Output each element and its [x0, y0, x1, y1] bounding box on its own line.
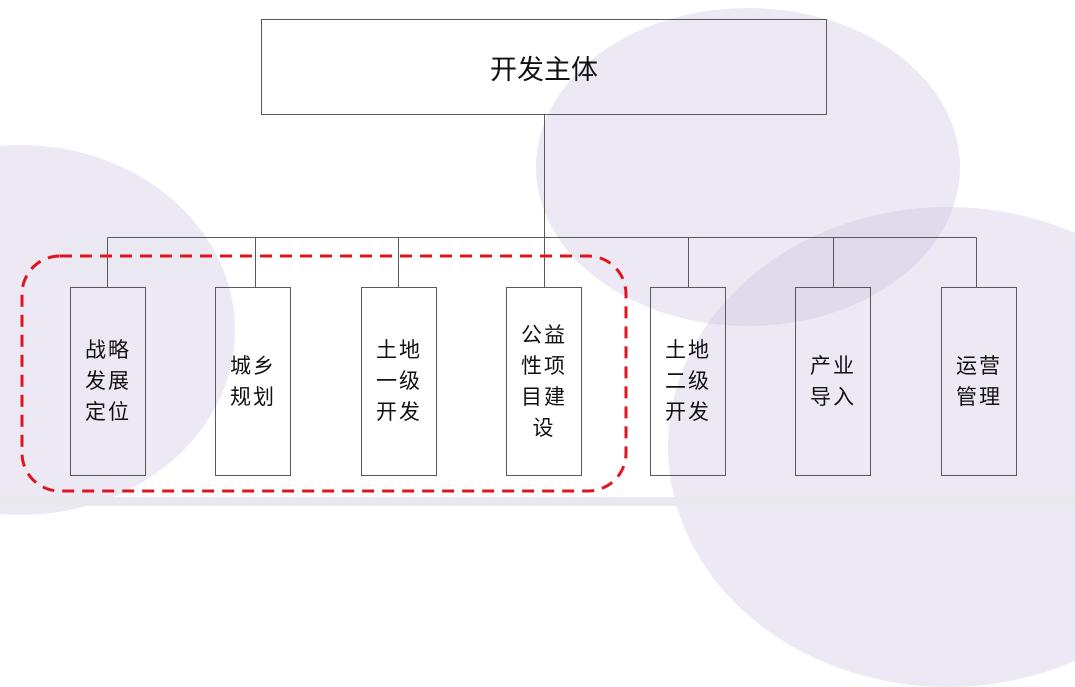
- child-node-industry: 产业导入: [795, 287, 871, 476]
- background-blob-top-right: [536, 8, 960, 326]
- child-node-label: 运营管理: [956, 353, 1002, 409]
- child-node-urban-planning: 城乡规划: [215, 287, 291, 476]
- child-node-label: 产业导入: [810, 353, 856, 409]
- child-node-label: 战略发展定位: [85, 338, 131, 424]
- child-node-label: 公益性项目建设: [521, 322, 567, 440]
- child-node-primary-land: 土地一级开发: [361, 287, 437, 476]
- child-node-secondary-land: 土地二级开发: [650, 287, 726, 476]
- child-node-label: 城乡规划: [230, 353, 276, 409]
- child-node-public-projects: 公益性项目建设: [506, 287, 582, 476]
- child-node-label: 土地一级开发: [376, 338, 422, 424]
- child-node-strategy: 战略发展定位: [70, 287, 146, 476]
- bottom-strip: [0, 497, 1075, 506]
- child-node-label: 土地二级开发: [665, 338, 711, 424]
- root-node-label: 开发主体: [490, 54, 598, 86]
- root-node: 开发主体: [261, 19, 827, 115]
- highlight-group-border: [20, 254, 628, 493]
- connector-lines: [20, 114, 977, 493]
- child-node-operations: 运营管理: [941, 287, 1017, 476]
